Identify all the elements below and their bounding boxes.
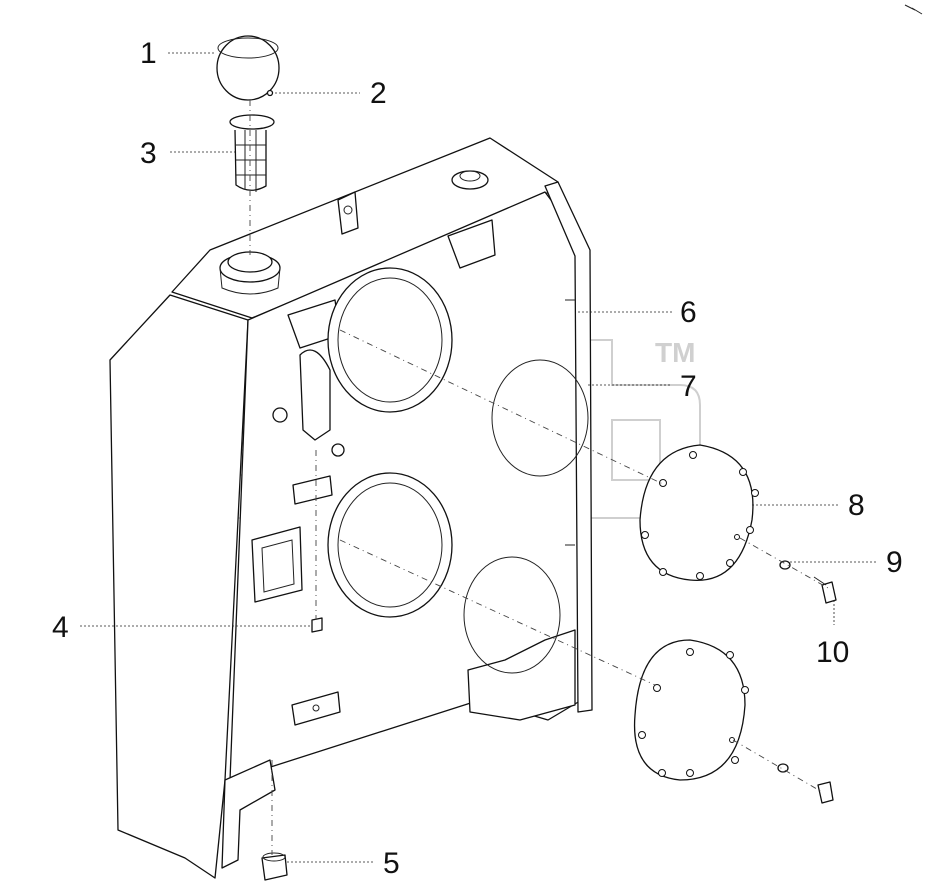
tank-body [109, 137, 593, 879]
trademark-mark: TM [655, 337, 695, 368]
callout-9: 9 [886, 546, 903, 579]
cap-pin [266, 89, 274, 97]
callout-7: 7 [680, 370, 697, 403]
callout-3: 3 [140, 137, 157, 170]
callout-4: 4 [52, 611, 69, 644]
callout-1: 1 [140, 37, 157, 70]
filler-strainer [229, 114, 275, 192]
bolt-upper [813, 576, 837, 604]
leader-lines [80, 52, 878, 863]
bolt-lower [817, 781, 834, 804]
callout-2: 2 [370, 77, 387, 110]
callout-10: 10 [816, 636, 849, 669]
callouts: 1 2 3 4 5 6 7 8 9 10 [52, 37, 903, 880]
corner-mark [904, 4, 923, 15]
callout-6: 6 [680, 296, 697, 329]
assembly-axes [249, 100, 829, 855]
callout-5: 5 [383, 847, 400, 880]
cover-lower [633, 639, 749, 781]
callout-8: 8 [848, 489, 865, 522]
cover-upper [639, 444, 759, 581]
filler-cap [216, 35, 280, 101]
gasket-lower [463, 556, 561, 674]
washer-upper [779, 560, 791, 570]
drain-plug-small [311, 617, 323, 633]
drain-plug-bottom [261, 852, 288, 881]
gasket-upper [491, 359, 589, 477]
washer-lower [777, 763, 789, 773]
